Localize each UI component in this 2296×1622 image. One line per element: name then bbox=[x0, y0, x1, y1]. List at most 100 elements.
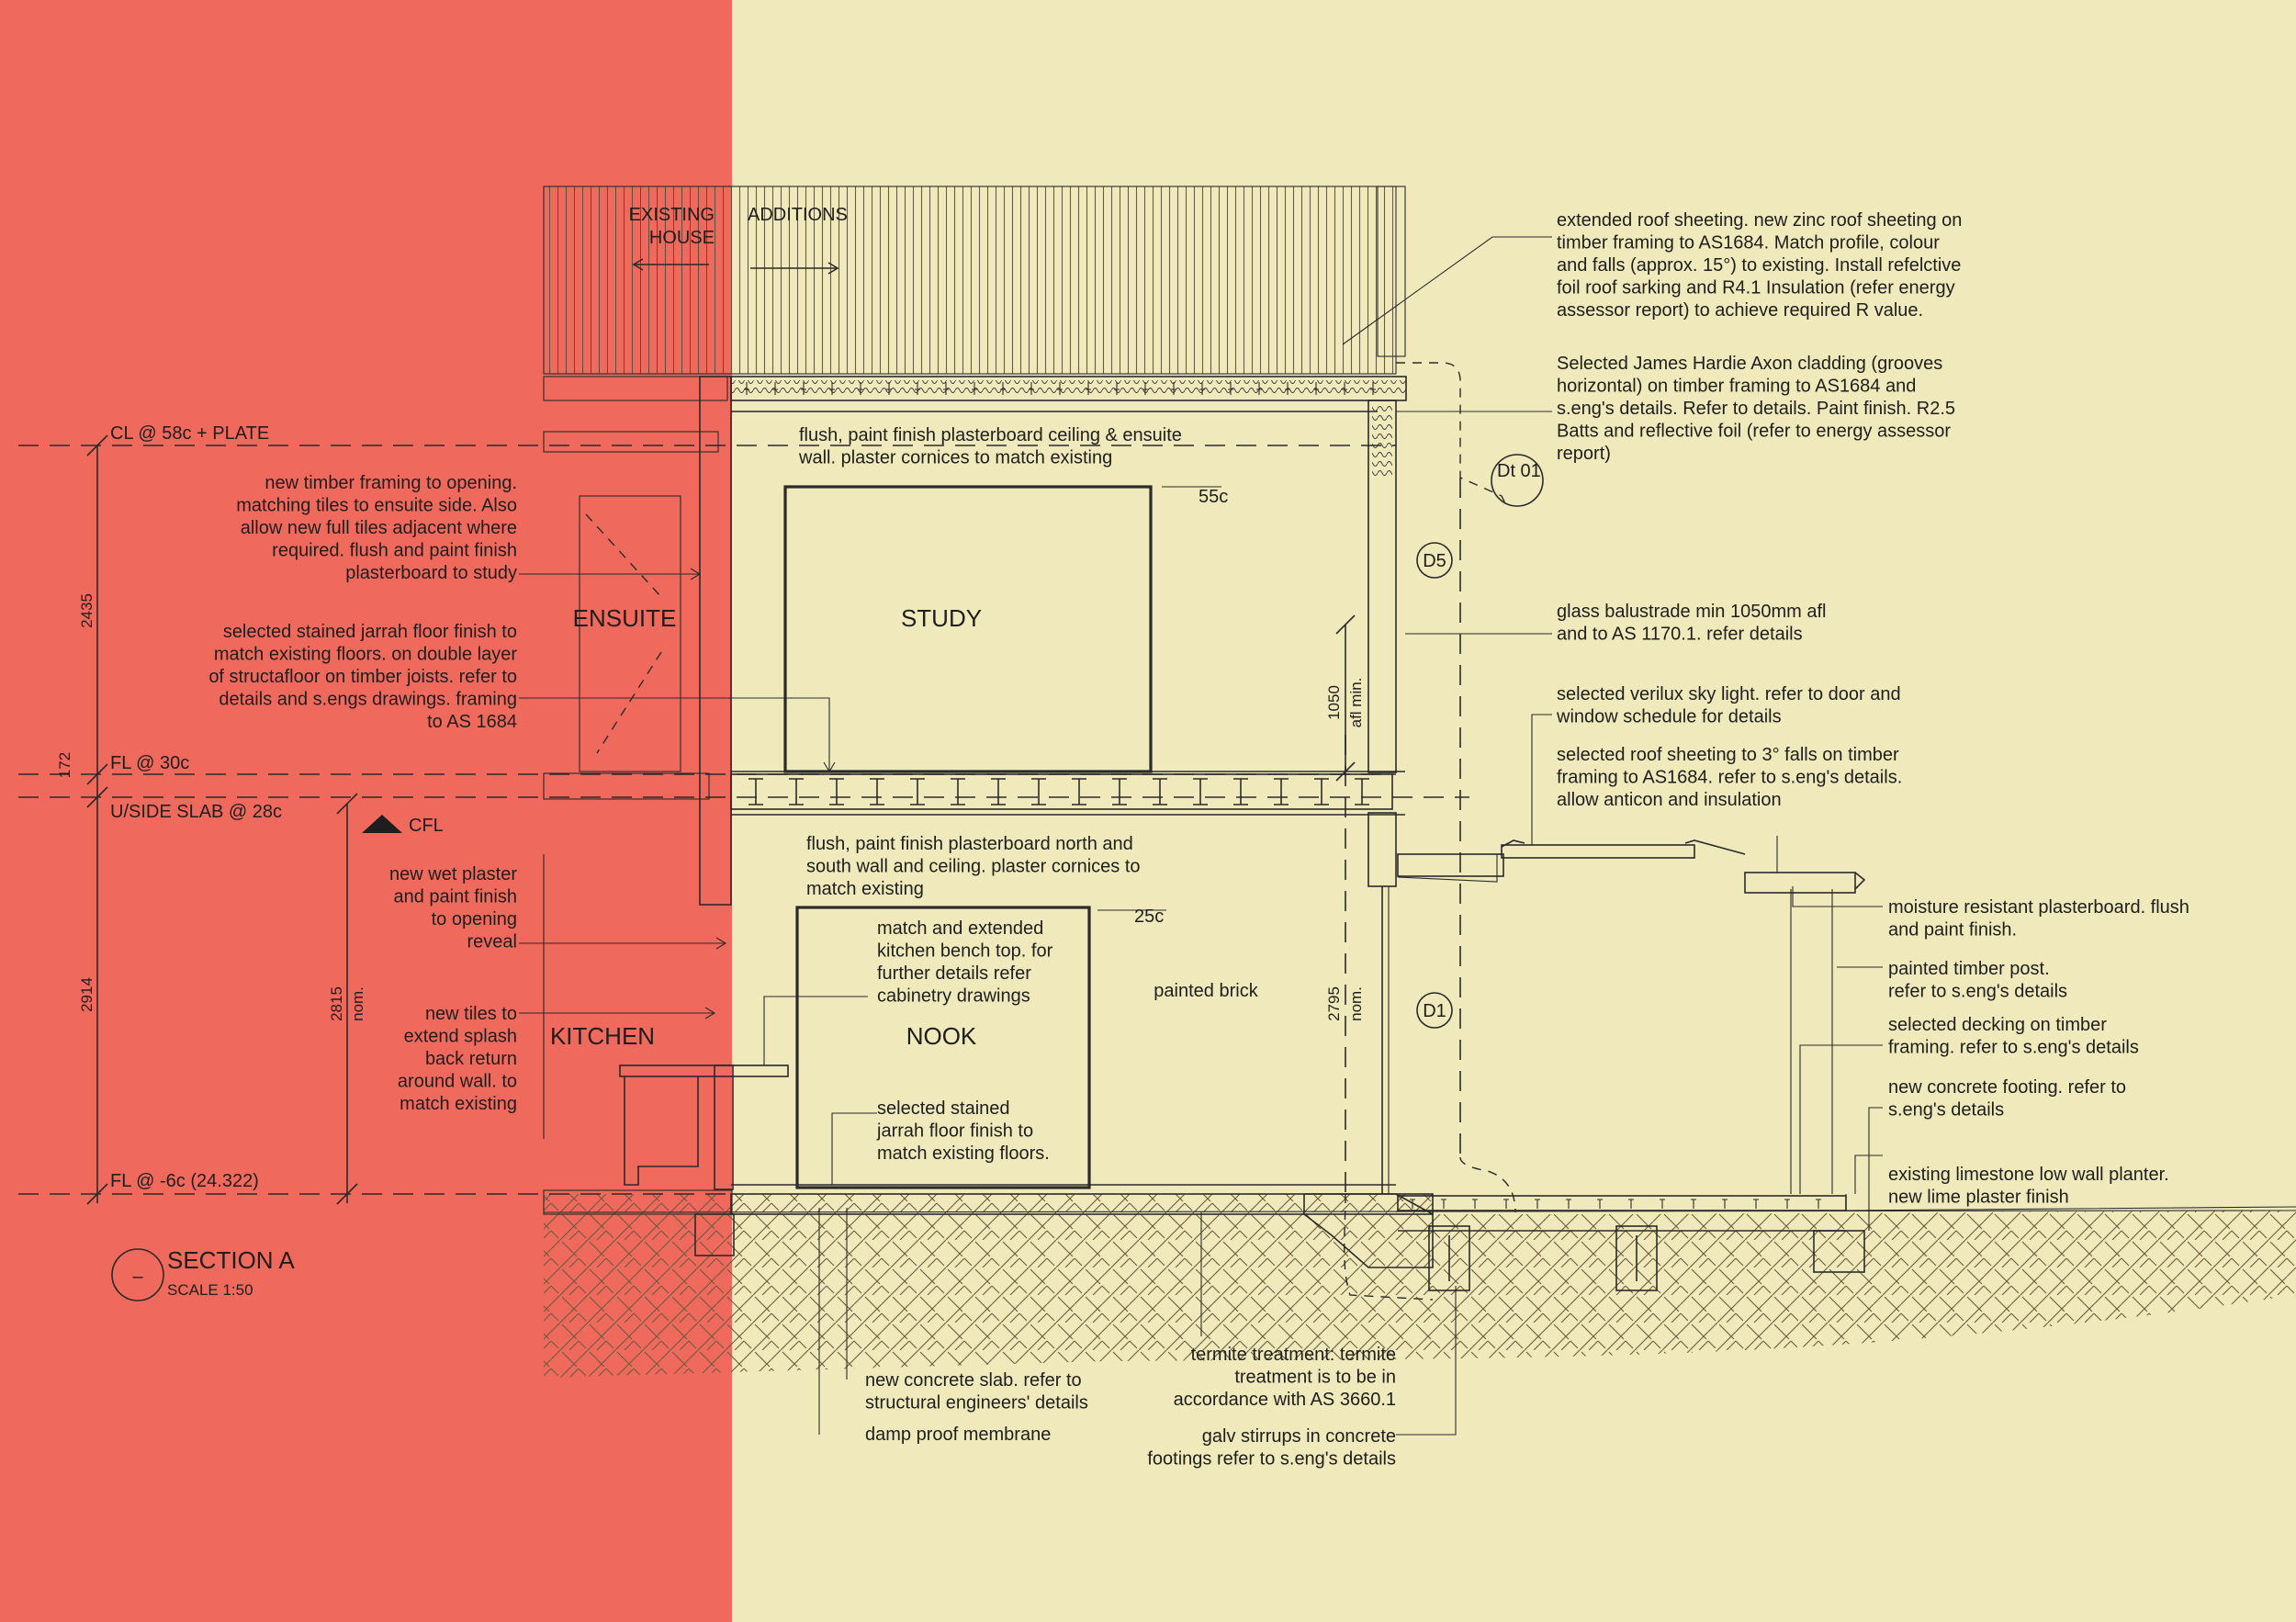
room-nook: NOOK bbox=[906, 1022, 977, 1050]
note-line: further details refer bbox=[877, 963, 1031, 984]
level-cfl: CFL bbox=[409, 816, 444, 836]
note-line: damp proof membrane bbox=[865, 1425, 1051, 1445]
dim-door: 2795 bbox=[1325, 986, 1343, 1021]
note-line: refer to s.eng's details bbox=[1888, 982, 2067, 1002]
dim-balustrade: 1050 bbox=[1325, 685, 1343, 720]
note-line: jarrah floor finish to bbox=[876, 1121, 1033, 1142]
note-line: selected verilux sky light. refer to doo… bbox=[1557, 684, 1901, 704]
section-symbol: – bbox=[132, 1267, 143, 1287]
note-right5: selected roof sheeting to 3° falls on ti… bbox=[1557, 745, 1902, 810]
note-line: details and s.engs drawings. framing bbox=[219, 690, 517, 710]
annotation-notes: new timber framing to opening.matching t… bbox=[208, 210, 2189, 1470]
note-line: termite treatment: termite bbox=[1191, 1345, 1396, 1365]
level-lines bbox=[18, 434, 1469, 1205]
note-line: glass balustrade min 1050mm afl bbox=[1557, 602, 1826, 622]
note-line: framing. refer to s.eng's details bbox=[1888, 1038, 2139, 1058]
note-line: s.eng's details. Refer to details. Paint… bbox=[1557, 399, 1955, 419]
note-line: flush, paint finish plasterboard north a… bbox=[806, 834, 1133, 854]
note-line: treatment is to be in bbox=[1234, 1368, 1396, 1388]
note-left1: new timber framing to opening.matching t… bbox=[236, 473, 517, 583]
note-line: new timber framing to opening. bbox=[264, 473, 517, 493]
additions-label: ADDITIONS bbox=[748, 205, 848, 225]
dim-slab: 172 bbox=[56, 752, 73, 778]
note-line: extend splash bbox=[404, 1027, 517, 1047]
tag-d5: D5 bbox=[1423, 551, 1446, 571]
note-line: match and extended bbox=[877, 918, 1043, 939]
note-line: and paint finish. bbox=[1888, 920, 2017, 941]
dim-upper: 2435 bbox=[78, 593, 96, 628]
note-line: new concrete slab. refer to bbox=[865, 1370, 1082, 1391]
note-line: of structafloor on timber joists. refer … bbox=[208, 667, 517, 687]
level-fl-lower: FL @ -6c (24.322) bbox=[110, 1171, 259, 1191]
note-line: extended roof sheeting. new zinc roof sh… bbox=[1557, 210, 1962, 231]
tag-dt01: Dt 01 bbox=[1497, 461, 1541, 481]
leaders bbox=[519, 236, 1883, 1436]
tag-d1: D1 bbox=[1423, 1001, 1446, 1021]
note-line: reveal bbox=[467, 932, 517, 952]
note-line: kitchen bench top. for bbox=[877, 941, 1053, 962]
ground bbox=[543, 1194, 2296, 1378]
note-line: and to AS 1170.1. refer details bbox=[1557, 625, 1803, 645]
level-fl-upper: FL @ 30c bbox=[110, 753, 189, 773]
note-line: new wet plaster bbox=[389, 864, 517, 884]
room-study: STUDY bbox=[901, 604, 982, 632]
structure bbox=[619, 362, 2296, 1301]
note-line: plasterboard to study bbox=[345, 563, 517, 583]
note-line: wall. plaster cornices to match existing bbox=[798, 448, 1112, 468]
note-ceiling-upper: flush, paint finish plasterboard ceiling… bbox=[798, 425, 1182, 468]
existing-walls bbox=[543, 376, 735, 1256]
note-line: horizontal) on timber framing to AS1684 … bbox=[1557, 377, 1916, 397]
note-line: flush, paint finish plasterboard ceiling… bbox=[799, 425, 1182, 445]
note-line: foil roof sarking and R4.1 Insulation (r… bbox=[1557, 278, 1955, 298]
dim-inner-note: nom. bbox=[349, 986, 366, 1021]
existing-house-label: EXISTING bbox=[629, 205, 715, 225]
note-bottom3: termite treatment: termite treatment is t… bbox=[1174, 1345, 1396, 1410]
note-line: painted timber post. bbox=[1888, 959, 2050, 979]
level-uside-slab: U/SIDE SLAB @ 28c bbox=[110, 802, 282, 822]
level-cl: CL @ 58c + PLATE bbox=[110, 423, 269, 444]
section-scale: SCALE 1:50 bbox=[167, 1281, 253, 1299]
note-line: s.eng's details bbox=[1888, 1100, 2004, 1121]
dim-door-note: nom. bbox=[1347, 986, 1365, 1021]
note-line: galv stirrups in concrete bbox=[1202, 1426, 1396, 1447]
floor-joists bbox=[744, 382, 1821, 1209]
section-title: SECTION A bbox=[167, 1246, 295, 1274]
room-kitchen: KITCHEN bbox=[550, 1022, 655, 1050]
note-right3: glass balustrade min 1050mm afl and to AS… bbox=[1557, 602, 1826, 645]
note-line: structural engineers' details bbox=[865, 1393, 1088, 1414]
note-line: footings refer to s.eng's details bbox=[1147, 1449, 1396, 1470]
dim-inner: 2815 bbox=[328, 986, 345, 1021]
note-line: moisture resistant plasterboard. flush bbox=[1888, 897, 2189, 918]
note-line: around wall. to bbox=[398, 1072, 517, 1092]
note-right7: painted timber post. refer to s.eng's det… bbox=[1888, 959, 2067, 1002]
note-line: to AS 1684 bbox=[427, 712, 517, 732]
note-line: allow anticon and insulation bbox=[1557, 790, 1782, 810]
note-line: framing to AS1684. refer to s.eng's deta… bbox=[1557, 768, 1902, 788]
note-line: new concrete footing. refer to bbox=[1888, 1077, 2126, 1098]
note-line: to opening bbox=[432, 909, 517, 929]
note-right4: selected verilux sky light. refer to doo… bbox=[1556, 684, 1901, 727]
note-line: and falls (approx. 15°) to existing. Ins… bbox=[1557, 255, 1961, 276]
note-line: timber framing to AS1684. Match profile,… bbox=[1557, 233, 1940, 253]
note-right2: Selected James Hardie Axon cladding (gro… bbox=[1557, 354, 1955, 464]
note-line: allow new full tiles adjacent where bbox=[241, 518, 517, 538]
roof-sheeting bbox=[543, 186, 1406, 375]
height-55c: 55c bbox=[1199, 487, 1228, 507]
note-bottom2: damp proof membrane bbox=[865, 1425, 1051, 1445]
note-line: new tiles to bbox=[425, 1004, 517, 1024]
note-line: cabinetry drawings bbox=[877, 986, 1030, 1007]
note-line: Selected James Hardie Axon cladding (gro… bbox=[1557, 354, 1942, 374]
note-line: existing limestone low wall planter. bbox=[1888, 1165, 2169, 1185]
dim-lower: 2914 bbox=[78, 977, 96, 1012]
note-line: match existing bbox=[806, 879, 924, 899]
note-line: back return bbox=[425, 1049, 517, 1069]
